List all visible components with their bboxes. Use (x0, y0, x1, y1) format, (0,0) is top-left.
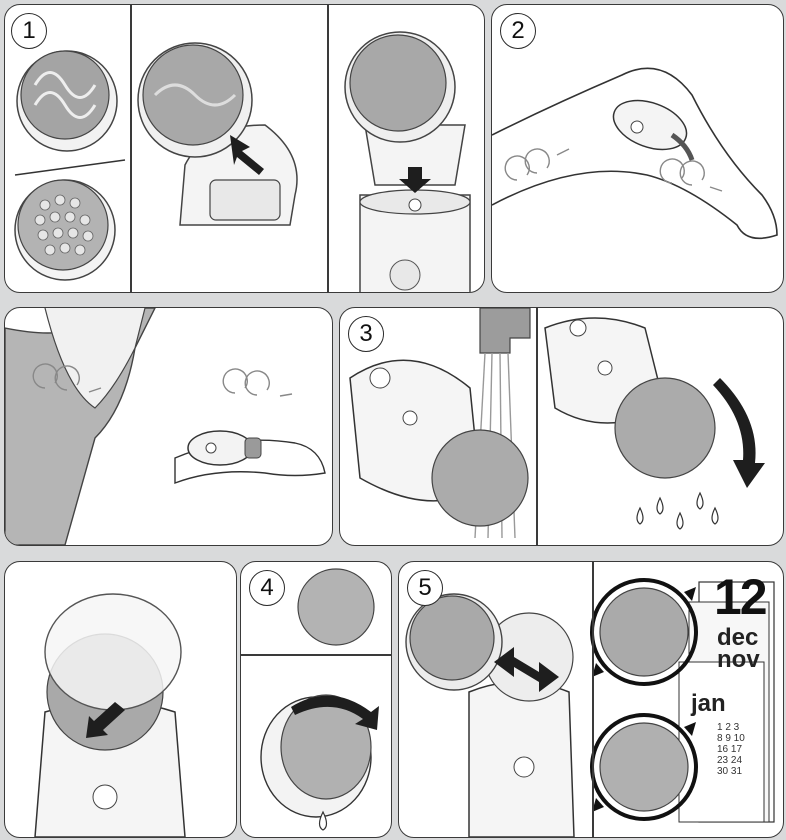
leg-application-illustration (492, 5, 783, 292)
sub-divider (536, 308, 538, 545)
step-number-4: 4 (249, 570, 285, 606)
calendar-day-number: 12 (714, 568, 766, 626)
water-drops-icon (637, 493, 718, 529)
massage-pad-icon (298, 569, 374, 645)
step-number-1: 1 (11, 13, 47, 49)
arm-panel (4, 307, 333, 546)
step-3-panel: 3 (339, 307, 784, 546)
step-1-illustration (5, 5, 484, 292)
step-5-panel: 5 12 dec nov jan 1 2 3 (398, 561, 784, 838)
dates-row-1: 1 2 3 (717, 722, 761, 733)
dates-row-4: 23 24 (717, 755, 761, 766)
device-handle-icon (345, 32, 470, 292)
protective-cap-illustration (5, 562, 236, 837)
step-number-3: 3 (348, 316, 384, 352)
arm-application-illustration (5, 308, 332, 545)
exfoliation-brush-head-icon (17, 51, 117, 151)
step-2-panel: 2 (491, 4, 784, 293)
device-with-brush-icon (138, 43, 297, 225)
device-rinse-icon (350, 360, 528, 526)
dates-row-5: 30 31 (717, 766, 761, 777)
sub-divider (327, 5, 329, 292)
shake-arrow-icon (713, 378, 765, 488)
massage-pad-head-icon (15, 180, 115, 280)
dates-row-2: 8 9 10 (717, 733, 761, 744)
sub-divider (592, 562, 594, 837)
sub-divider (130, 5, 132, 292)
cap-panel (4, 561, 237, 838)
calendar-dates: 1 2 3 8 9 10 16 17 23 24 30 31 (717, 722, 761, 777)
step-1-panel: 1 (4, 4, 485, 293)
faucet-icon (480, 308, 530, 353)
leg-outline (492, 68, 777, 238)
step-number-5: 5 (407, 570, 443, 606)
sub-divider (241, 654, 391, 656)
step-4-panel: 4 (240, 561, 392, 838)
calendar-month-jan: jan (691, 690, 726, 718)
step-number-2: 2 (500, 13, 536, 49)
device-dry-icon (545, 318, 715, 478)
rinse-illustration (340, 308, 783, 545)
device-replace-icon (406, 594, 574, 837)
dates-row-3: 16 17 (717, 744, 761, 755)
protective-cap-icon (45, 594, 181, 710)
calendar-month-nov: nov (717, 646, 760, 674)
